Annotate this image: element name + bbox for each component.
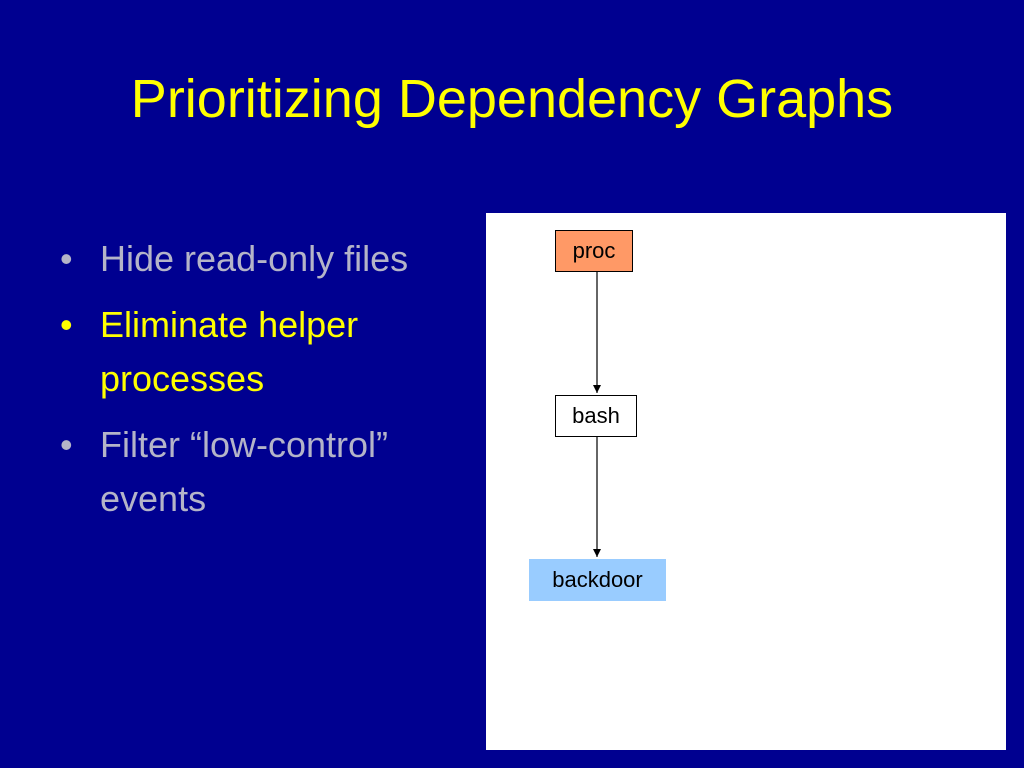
bullet-item-filter-low-control-events: • Filter “low-control” events — [58, 418, 488, 526]
bullet-dot-icon: • — [60, 424, 73, 465]
bullet-text: Eliminate helper processes — [100, 304, 359, 399]
bullet-item-eliminate-helper-processes: • Eliminate helper processes — [58, 298, 488, 406]
dependency-graph-panel: proc bash backdoor — [486, 213, 1006, 750]
bullet-dot-icon: • — [60, 304, 73, 345]
slide-title: Prioritizing Dependency Graphs — [130, 69, 894, 129]
node-backdoor: backdoor — [529, 559, 666, 601]
bullet-text: Hide read-only files — [100, 238, 409, 279]
bullet-item-hide-read-only-files: • Hide read-only files — [58, 232, 488, 286]
bullet-list: • Hide read-only files • Eliminate helpe… — [58, 232, 488, 538]
dependency-graph-edges — [593, 272, 601, 557]
node-bash: bash — [555, 395, 637, 437]
bullet-dot-icon: • — [60, 238, 73, 279]
bullet-text: Filter “low-control” events — [100, 424, 389, 519]
node-proc: proc — [555, 230, 633, 272]
